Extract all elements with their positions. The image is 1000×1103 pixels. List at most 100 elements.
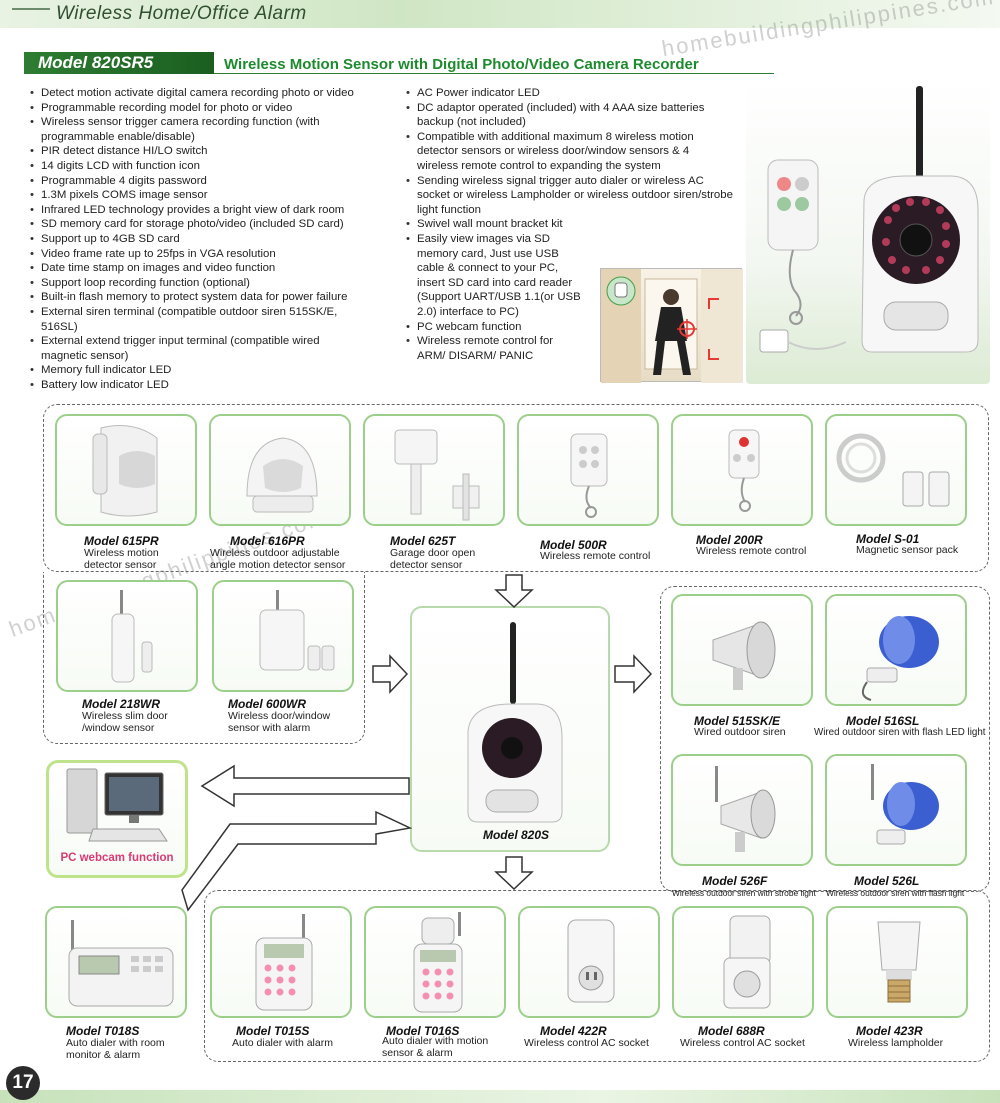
product-card-688r	[672, 906, 814, 1018]
feature-item: External siren terminal (compatible outd…	[28, 305, 368, 334]
model-200r: Model 200R	[696, 533, 763, 547]
feature-item: Built-in flash memory to protect system …	[28, 290, 400, 305]
product-card-s01	[825, 414, 967, 526]
product-card-615pr	[55, 414, 197, 526]
product-card-200r	[671, 414, 813, 526]
door-sensor-group-outline	[43, 572, 365, 744]
model-600wr: Model 600WR	[228, 697, 307, 711]
product-card-515ske	[671, 594, 813, 706]
dialer-socket-group-outline	[204, 890, 990, 1062]
arrow-right-icon	[372, 654, 408, 694]
sensor-group-outline	[43, 404, 989, 572]
product-card-616pr	[209, 414, 351, 526]
product-card-t016s	[364, 906, 506, 1018]
feature-item: Wireless sensor trigger camera recording…	[28, 115, 358, 144]
arrow-down-icon	[494, 574, 534, 608]
model-526l: Model 526L	[854, 874, 920, 888]
product-card-422r	[518, 906, 660, 1018]
feature-item: DC adaptor operated (included) with 4 AA…	[404, 101, 734, 130]
feature-item: AC Power indicator LED	[404, 86, 756, 101]
feature-item: External extend trigger input terminal (…	[28, 334, 358, 363]
siren-group-outline	[660, 586, 990, 892]
feature-item: Sending wireless signal trigger auto dia…	[404, 174, 734, 218]
desc-t016s: Auto dialer with motion sensor & alarm	[382, 1035, 489, 1059]
section-title: Wireless Home/Office Alarm	[56, 3, 307, 24]
model-820s: Model 820S	[482, 828, 550, 842]
model-s01: Model S-01	[856, 532, 920, 546]
feature-item: Infrared LED technology provides a brigh…	[28, 203, 400, 218]
feature-item: Video frame rate up to 25fps in VGA reso…	[28, 247, 400, 262]
model-218wr: Model 218WR	[82, 697, 161, 711]
product-card-526l	[825, 754, 967, 866]
feature-item: Easily view images via SD memory card, J…	[404, 232, 584, 320]
product-card-218wr	[56, 580, 198, 692]
desc-200r: Wireless remote control	[696, 545, 807, 557]
arrow-double-right-icon	[181, 810, 412, 912]
product-card-500r	[517, 414, 659, 526]
feature-item: Swivel wall mount bracket kit	[404, 217, 756, 232]
feature-item: PC webcam function	[404, 320, 756, 335]
footer-band	[0, 1090, 1000, 1103]
headline-underline	[214, 73, 774, 74]
pc-webcam-label: PC webcam function	[60, 852, 174, 864]
desc-500r: Wireless remote control	[540, 550, 651, 562]
model-688r: Model 688R	[698, 1024, 765, 1038]
feature-item: SD memory card for storage photo/video (…	[28, 217, 400, 232]
feature-item: Date time stamp on images and video func…	[28, 261, 400, 276]
feature-list-right: AC Power indicator LED DC adaptor operat…	[404, 86, 756, 363]
feature-item: Detect motion activate digital camera re…	[28, 86, 400, 101]
model-615pr: Model 615PR	[84, 534, 159, 548]
model-badge: Model 820SR5	[24, 52, 214, 74]
desc-526f: Wireless outdoor siren with strobe light	[672, 888, 816, 898]
product-card-423r	[826, 906, 968, 1018]
desc-616pr: Wireless outdoor adjustable angle motion…	[210, 547, 346, 571]
pc-card	[46, 760, 188, 878]
camera-kit-photo	[746, 80, 990, 384]
desc-688r: Wireless control AC socket	[680, 1037, 805, 1049]
feature-item: Support loop recording function (optiona…	[28, 276, 400, 291]
headline: Wireless Motion Sensor with Digital Phot…	[224, 56, 699, 73]
arrow-down-icon	[494, 856, 534, 890]
desc-516sl: Wired outdoor siren with flash LED light	[814, 727, 986, 738]
desc-515ske: Wired outdoor siren	[694, 726, 786, 738]
model-422r: Model 422R	[540, 1024, 607, 1038]
model-t018s: Model T018S	[66, 1024, 140, 1038]
arrow-right-icon	[614, 654, 652, 694]
feature-item: 1.3M pixels COMS image sensor	[28, 188, 400, 203]
feature-item: Memory full indicator LED	[28, 363, 400, 378]
product-card-t018s	[45, 906, 187, 1018]
desc-615pr: Wireless motion detector sensor	[84, 547, 159, 571]
model-515ske: Model 515SK/E	[694, 714, 781, 728]
feature-item: 14 digits LCD with function icon	[28, 159, 400, 174]
model-t016s: Model T016S	[386, 1024, 460, 1038]
model-t015s: Model T015S	[236, 1024, 310, 1038]
product-card-600wr	[212, 580, 354, 692]
header-band	[0, 0, 1000, 28]
feature-item: Compatible with additional maximum 8 wir…	[404, 130, 724, 174]
product-card-625t	[363, 414, 505, 526]
model-423r: Model 423R	[856, 1024, 923, 1038]
product-card-516sl	[825, 594, 967, 706]
desc-s01: Magnetic sensor pack	[856, 544, 959, 556]
feature-item: Programmable recording model for photo o…	[28, 101, 400, 116]
feature-item: Battery low indicator LED	[28, 378, 400, 393]
desc-t015s: Auto dialer with alarm	[232, 1037, 333, 1049]
arrow-left-icon	[200, 764, 410, 808]
intruder-scene-illustration	[600, 268, 743, 383]
model-625t: Model 625T	[390, 534, 456, 548]
feature-item: Wireless remote control for ARM/ DISARM/…	[404, 334, 584, 363]
product-card-526f	[671, 754, 813, 866]
model-500r: Model 500R	[540, 538, 607, 552]
product-card-820s	[410, 606, 610, 852]
desc-526l: Wireless outdoor siren with flash light	[826, 888, 965, 898]
desc-218wr: Wireless slim door /window sensor	[82, 710, 168, 734]
title-rule	[12, 8, 50, 10]
page-number: 17	[6, 1066, 40, 1100]
product-card-t015s	[210, 906, 352, 1018]
desc-625t: Garage door open detector sensor	[390, 547, 476, 571]
feature-list-left: Detect motion activate digital camera re…	[28, 86, 400, 392]
desc-t018s: Auto dialer with room monitor & alarm	[66, 1037, 165, 1061]
model-516sl: Model 516SL	[846, 714, 920, 728]
desc-422r: Wireless control AC socket	[524, 1037, 649, 1049]
desc-423r: Wireless lampholder	[848, 1037, 944, 1049]
